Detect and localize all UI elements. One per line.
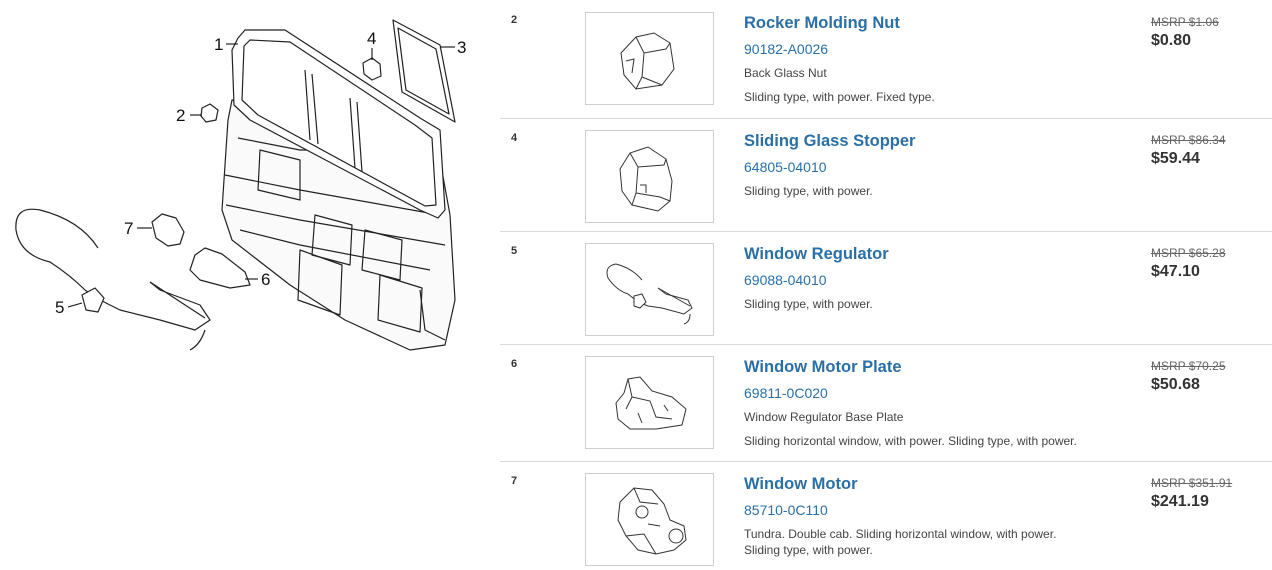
price-block: MSRP $65.28 $47.10 (1151, 246, 1261, 283)
callout-4: 4 (367, 29, 376, 48)
part-thumbnail[interactable] (585, 356, 714, 449)
part-description: Sliding type, with power. (744, 184, 873, 198)
stopper-icon (619, 146, 673, 212)
callout-6: 6 (261, 270, 270, 289)
part-row: 4 Sliding Glass Stopper 64805-04010 Slid… (500, 118, 1272, 232)
part-description: Tundra. Double cab. Sliding horizontal w… (744, 527, 1057, 557)
part-thumbnail[interactable] (585, 12, 714, 105)
part-number-link[interactable]: 90182-A0026 (744, 41, 829, 57)
part-name-link[interactable]: Sliding Glass Stopper (744, 132, 916, 150)
callout-leader-5 (67, 302, 83, 308)
price-block: MSRP $1.06 $0.80 (1151, 15, 1261, 52)
part-notes: Sliding horizontal window, with power. S… (744, 434, 1077, 448)
part-number-link[interactable]: 85710-0C110 (744, 502, 828, 518)
part-name-link[interactable]: Window Motor (744, 475, 858, 493)
price-block: MSRP $70.25 $50.68 (1151, 359, 1261, 396)
diagram-illustration: 1 2 3 4 5 6 7 (15, 19, 466, 351)
part-thumbnail[interactable] (585, 473, 714, 566)
part-ref-number: 6 (511, 358, 518, 370)
part-row: 7 Window Motor 85710-0C110 Tundra. Doubl… (500, 461, 1272, 570)
part-name-link[interactable]: Rocker Molding Nut (744, 14, 900, 32)
sale-price: $0.80 (1151, 32, 1192, 49)
part-name-link[interactable]: Window Regulator (744, 245, 889, 263)
part-row: 6 Window Motor Plate 69811-0C020 Window … (500, 344, 1272, 462)
sale-price: $241.19 (1151, 493, 1209, 510)
msrp-price: MSRP $1.06 (1151, 15, 1219, 29)
price-block: MSRP $86.34 $59.44 (1151, 133, 1261, 170)
callout-1: 1 (214, 35, 223, 54)
msrp-price: MSRP $70.25 (1151, 359, 1226, 373)
part-description: Window Regulator Base Plate (744, 410, 904, 424)
msrp-price: MSRP $65.28 (1151, 246, 1226, 260)
msrp-price: MSRP $351.91 (1151, 476, 1233, 490)
part-ref-number: 5 (511, 245, 518, 257)
parts-diagram[interactable]: 1 2 3 4 5 6 7 (0, 0, 500, 570)
callout-3: 3 (457, 38, 466, 57)
part-info: Window Motor Plate 69811-0C020 Window Re… (744, 356, 1134, 449)
part-name-link[interactable]: Window Motor Plate (744, 358, 902, 376)
part-ref-number: 2 (511, 14, 518, 26)
part-row: 5 Window Regulator 69088-04010 Sliding t… (500, 231, 1272, 345)
part-number-link[interactable]: 64805-04010 (744, 159, 827, 175)
sale-price: $50.68 (1151, 376, 1200, 393)
regulator-icon (606, 263, 693, 325)
part-info: Sliding Glass Stopper 64805-04010 Slidin… (744, 130, 1134, 199)
sale-price: $59.44 (1151, 150, 1200, 167)
part-thumbnail[interactable] (585, 243, 714, 336)
sale-price: $47.10 (1151, 263, 1200, 280)
callout-7: 7 (124, 219, 133, 238)
part-number-link[interactable]: 69811-0C020 (744, 385, 828, 401)
nut-icon (620, 32, 675, 90)
part-description: Back Glass Nut (744, 66, 827, 80)
msrp-price: MSRP $86.34 (1151, 133, 1226, 147)
part-description: Sliding type, with power. (744, 297, 873, 311)
part-number-link[interactable]: 69088-04010 (744, 272, 827, 288)
callout-5: 5 (55, 298, 64, 317)
part-notes: Sliding type, with power. Fixed type. (744, 90, 935, 104)
plate-icon (615, 376, 687, 430)
part-info: Window Regulator 69088-04010 Sliding typ… (744, 243, 1134, 312)
price-block: MSRP $351.91 $241.19 (1151, 476, 1261, 513)
parts-list: 2 Rocker Molding Nut 90182-A0026 Back Gl… (500, 0, 1272, 570)
callout-2: 2 (176, 106, 185, 125)
motor-icon (617, 487, 687, 555)
part-info: Window Motor 85710-0C110 Tundra. Double … (744, 473, 1134, 558)
part-info: Rocker Molding Nut 90182-A0026 Back Glas… (744, 12, 1134, 105)
part-ref-number: 4 (511, 132, 518, 144)
part-row: 2 Rocker Molding Nut 90182-A0026 Back Gl… (500, 0, 1272, 119)
part-thumbnail[interactable] (585, 130, 714, 223)
part-ref-number: 7 (511, 475, 518, 487)
